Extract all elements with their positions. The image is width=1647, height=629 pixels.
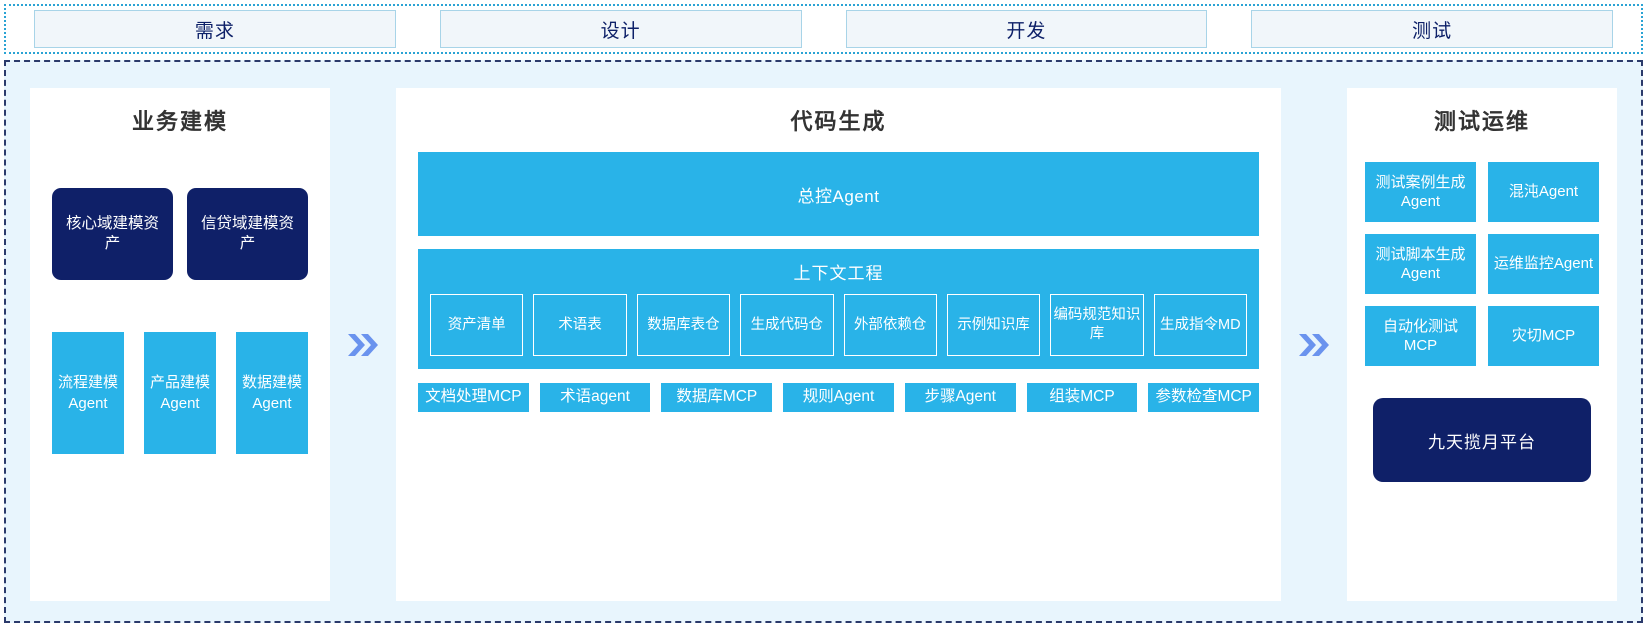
context-engineering-title: 上下文工程 [793,264,884,283]
master-agent-banner[interactable]: 总控Agent [418,152,1259,236]
tool-box-document-processing-mcp[interactable]: 文档处理MCP [418,383,529,412]
phase-bar: 需求 设计 开发 测试 [4,4,1643,54]
context-item-label: 生成指令MD [1160,316,1241,333]
test-box-chaos-agent[interactable]: 混沌Agent [1488,162,1599,222]
context-item-label: 外部依赖仓 [853,316,927,333]
tool-box-label: 术语agent [560,388,630,405]
phase-tab-label: 设计 [600,20,641,42]
context-item-label: 术语表 [558,316,602,333]
panel-title: 代码生成 [790,109,887,134]
tool-box-label: 参数检查MCP [1155,388,1252,405]
tool-box-step-agent[interactable]: 步骤Agent [904,383,1016,412]
agent-box-product-modeling[interactable]: 产品建模Agent [144,332,216,454]
context-item-row: 资产清单 术语表 数据库表仓 生成代码仓 外部依赖仓 [430,294,1247,356]
phase-tab-label: 测试 [1412,20,1453,42]
phase-tab-label: 开发 [1006,20,1047,42]
phase-tab-development[interactable]: 开发 [845,10,1208,48]
tool-box-glossary-agent[interactable]: 术语agent [539,383,651,412]
double-chevron-right-icon [346,330,380,360]
context-item-external-dependency-repo[interactable]: 外部依赖仓 [843,294,937,356]
phase-tab-requirements[interactable]: 需求 [34,10,396,48]
asset-box-core-domain[interactable]: 核心域建模资产 [52,188,173,280]
context-item-glossary[interactable]: 术语表 [533,294,627,356]
context-item-asset-list[interactable]: 资产清单 [430,294,524,356]
tool-box-rule-agent[interactable]: 规则Agent [783,383,894,412]
test-box-label: 测试脚本生成Agent [1375,245,1466,283]
asset-box-label: 核心域建模资产 [65,214,159,252]
platform-box-label: 九天揽月平台 [1428,432,1536,452]
context-item-generation-instruction-md[interactable]: 生成指令MD [1153,294,1247,356]
test-operations-grid: 测试案例生成Agent 混沌Agent 测试脚本生成Agent 运维监控Agen… [1365,162,1599,366]
context-item-generated-code-repo[interactable]: 生成代码仓 [740,294,834,356]
code-generation-body: 总控Agent 上下文工程 资产清单 术语表 数据库表仓 [396,140,1281,428]
flow-arrow-1 [330,88,396,601]
asset-box-credit-domain[interactable]: 信贷域建模资产 [187,188,308,280]
flow-arrow-2 [1281,88,1347,601]
context-item-db-table-repo[interactable]: 数据库表仓 [636,294,731,356]
tool-box-label: 组装MCP [1049,388,1115,405]
platform-box-jiutian-lanyue[interactable]: 九天揽月平台 [1373,398,1591,482]
panel-business-modeling: 业务建模 核心域建模资产 信贷域建模资产 流程建模Agent 产品建模Agent [30,88,330,601]
test-box-label: 混沌Agent [1508,183,1579,201]
agent-box-label: 数据建模Agent [241,373,302,412]
context-item-coding-standard-knowledge-base[interactable]: 编码规范知识库 [1050,294,1144,356]
test-box-label: 运维监控Agent [1493,255,1594,273]
pipeline-container: 业务建模 核心域建模资产 信贷域建模资产 流程建模Agent 产品建模Agent [4,60,1643,623]
context-item-example-knowledge-base[interactable]: 示例知识库 [946,294,1041,356]
panel-code-generation: 代码生成 总控Agent 上下文工程 资产清单 术语表 [396,88,1281,601]
modeling-agent-row: 流程建模Agent 产品建模Agent 数据建模Agent [52,332,308,454]
test-box-script-generation-agent[interactable]: 测试脚本生成Agent [1365,234,1476,294]
phase-tab-label: 需求 [194,20,235,42]
test-box-automated-testing-mcp[interactable]: 自动化测试MCP [1365,306,1476,366]
stage-row: 业务建模 核心域建模资产 信贷域建模资产 流程建模Agent 产品建模Agent [6,62,1641,621]
context-item-label: 编码规范知识库 [1053,307,1141,342]
test-box-case-generation-agent[interactable]: 测试案例生成Agent [1365,162,1476,222]
phase-tab-testing[interactable]: 测试 [1251,10,1613,48]
context-item-label: 生成代码仓 [750,316,824,333]
test-box-label: 自动化测试MCP [1382,317,1458,355]
test-box-label: 灾切MCP [1511,327,1576,345]
tool-box-database-mcp[interactable]: 数据库MCP [661,383,773,412]
context-engineering-block: 上下文工程 资产清单 术语表 数据库表仓 生成代码仓 [418,249,1259,369]
tool-box-label: 步骤Agent [924,388,996,405]
business-modeling-body: 核心域建模资产 信贷域建模资产 流程建模Agent 产品建模Agent 数据建模… [30,140,330,454]
phase-tab-design[interactable]: 设计 [439,10,802,48]
tool-box-parameter-check-mcp[interactable]: 参数检查MCP [1148,383,1260,412]
panel-test-operations: 测试运维 测试案例生成Agent 混沌Agent 测试脚本生成Agent 运维监… [1347,88,1617,601]
context-item-label: 数据库表仓 [647,316,720,333]
tool-row: 文档处理MCP 术语agent 数据库MCP 规则Agent 步骤Agent [418,383,1260,412]
context-item-label: 资产清单 [447,316,506,333]
test-operations-body: 测试案例生成Agent 混沌Agent 测试脚本生成Agent 运维监控Agen… [1347,140,1617,482]
test-box-disaster-switch-mcp[interactable]: 灾切MCP [1488,306,1599,366]
tool-box-label: 文档处理MCP [425,388,522,405]
agent-box-label: 流程建模Agent [57,373,118,412]
asset-box-label: 信贷域建模资产 [200,214,294,252]
agent-box-process-modeling[interactable]: 流程建模Agent [52,332,124,454]
domain-asset-row: 核心域建模资产 信贷域建模资产 [52,188,308,280]
test-box-ops-monitoring-agent[interactable]: 运维监控Agent [1488,234,1599,294]
panel-title: 测试运维 [1433,109,1530,134]
context-item-label: 示例知识库 [957,316,1030,333]
tool-box-assembly-mcp[interactable]: 组装MCP [1026,383,1138,412]
test-box-label: 测试案例生成Agent [1375,173,1466,211]
tool-box-label: 数据库MCP [676,388,758,405]
panel-title: 业务建模 [131,109,228,134]
double-chevron-right-icon [1297,330,1331,360]
agent-box-label: 产品建模Agent [149,373,210,412]
tool-box-label: 规则Agent [802,388,875,405]
master-agent-label: 总控Agent [797,186,880,206]
agent-box-data-modeling[interactable]: 数据建模Agent [236,332,308,454]
